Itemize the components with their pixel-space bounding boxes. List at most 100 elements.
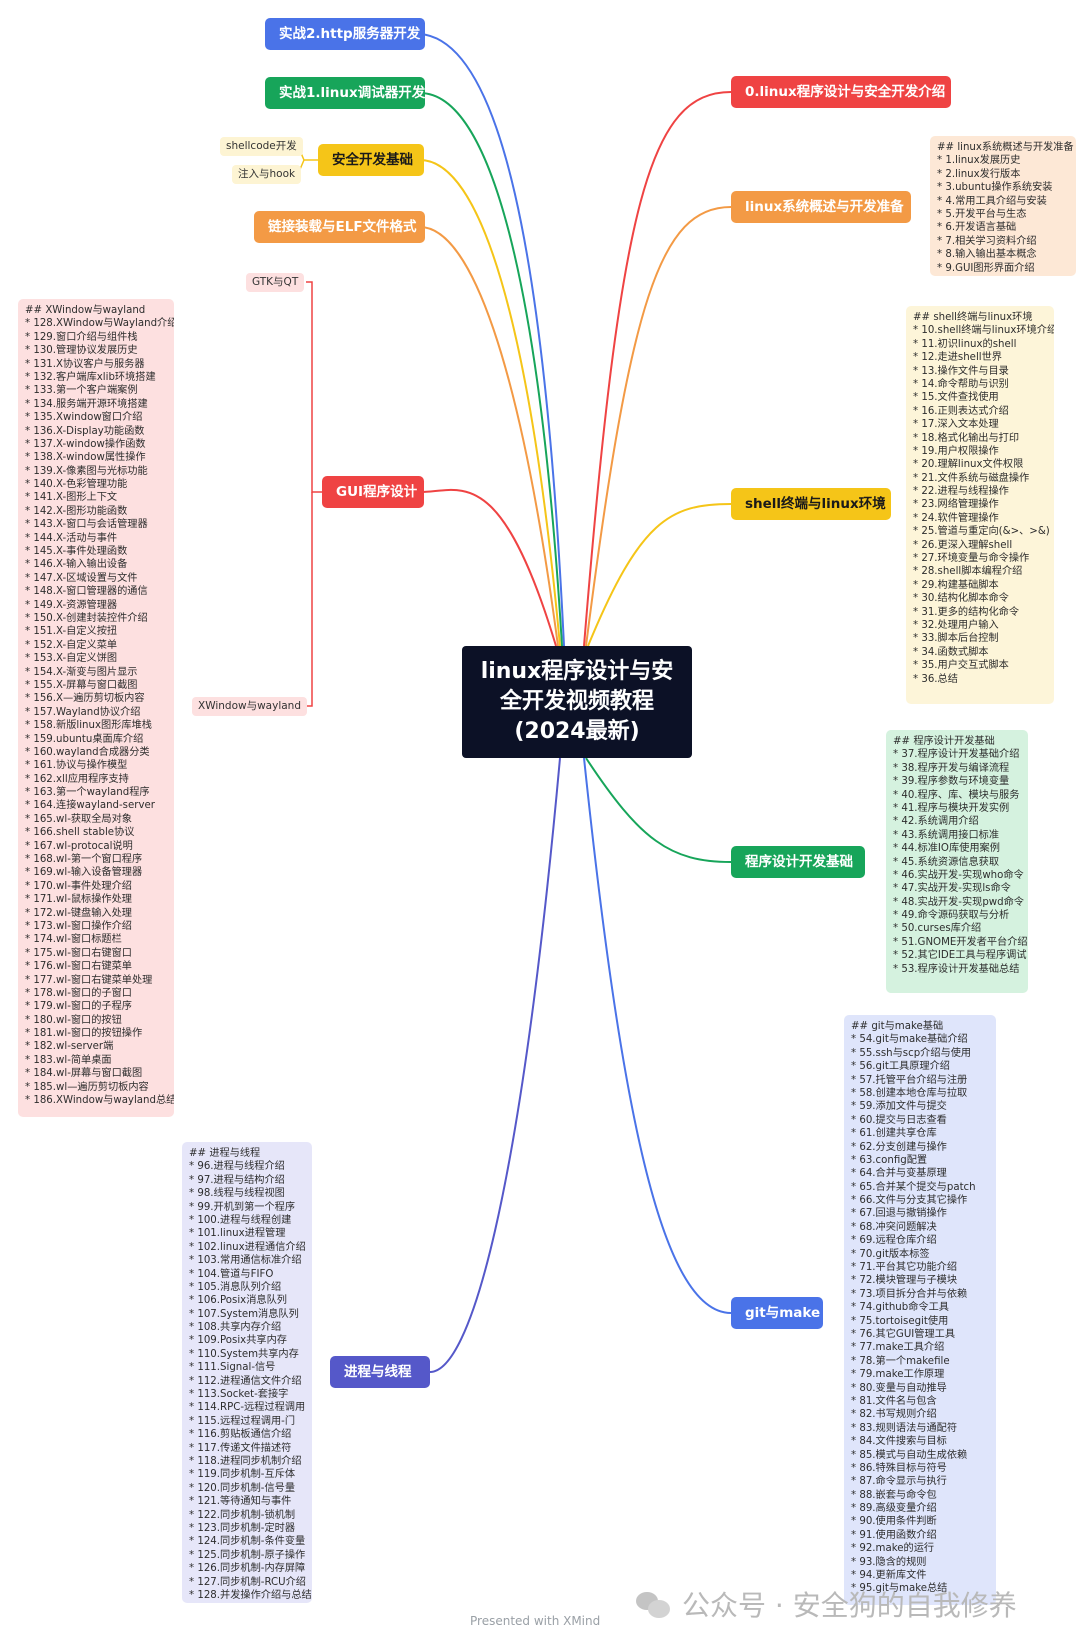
note-item: 82.书写规则介绍	[851, 1408, 989, 1421]
note-item: 107.System消息队列	[189, 1308, 305, 1321]
note-item: 10.shell终端与linux环境介绍	[913, 324, 1054, 337]
note-item: 183.wl-简单桌面	[25, 1054, 167, 1067]
note-item: 104.管道与FIFO	[189, 1268, 305, 1281]
note-item: 80.变量与自动推导	[851, 1382, 989, 1395]
note-item: 5.开发平台与生态	[937, 208, 1069, 221]
note-item: 95.git与make总结	[851, 1582, 989, 1595]
note-item: 94.更新库文件	[851, 1569, 989, 1582]
note-item: 103.常用通信标准介绍	[189, 1254, 305, 1267]
note-item: 110.System共享内存	[189, 1348, 305, 1361]
topic-elf[interactable]: 链接装载与ELF文件格式	[254, 211, 425, 243]
topic-git-make[interactable]: git与make	[731, 1297, 823, 1329]
note-item: 60.提交与日志查看	[851, 1114, 989, 1127]
note-item: 162.xll应用程序支持	[25, 773, 167, 786]
note-item: 174.wl-窗口标题栏	[25, 933, 167, 946]
note-item: 54.git与make基础介绍	[851, 1033, 989, 1046]
note-item: 29.构建基础脚本	[913, 579, 1047, 592]
note-item: 143.X-窗口与会话管理器	[25, 518, 167, 531]
note-item: 16.正则表达式介绍	[913, 405, 1047, 418]
subtopic-gtk-qt[interactable]: GTK与QT	[246, 273, 305, 292]
topic-security-basics[interactable]: 安全开发基础	[318, 144, 424, 176]
note-item: 42.系统调用介绍	[893, 815, 1021, 828]
note-overview: linux系统概述与开发准备 1.linux发展历史 2.linux发行版本 3…	[930, 136, 1076, 276]
note-item: 179.wl-窗口的子程序	[25, 1000, 167, 1013]
note-item: 32.处理用户输入	[913, 619, 1047, 632]
subtopic-injection-hook[interactable]: 注入与hook	[232, 165, 302, 184]
note-item: 68.冲突问题解决	[851, 1221, 989, 1234]
topic-shell[interactable]: shell终端与linux环境	[731, 488, 891, 520]
watermark-text: 公众号 · 安全狗的自我修养	[682, 1589, 1017, 1622]
note-item: 112.进程通信文件介绍	[189, 1375, 305, 1388]
note-item: 45.系统资源信息获取	[893, 856, 1021, 869]
note-item: 176.wl-窗口右键菜单	[25, 960, 167, 973]
topic-process-thread[interactable]: 进程与线程	[330, 1356, 430, 1388]
note-item: 185.wl—遍历剪切板内容	[25, 1081, 167, 1094]
note-item: 34.函数式脚本	[913, 646, 1047, 659]
note-item: 13.操作文件与目录	[913, 365, 1047, 378]
note-item: 53.程序设计开发基础总结	[893, 963, 1021, 976]
note-item: 115.远程过程调用-门	[189, 1415, 305, 1428]
note-item: 134.服务端开源环境搭建	[25, 398, 167, 411]
note-item: 57.托管平台介绍与注册	[851, 1074, 989, 1087]
central-topic[interactable]: linux程序设计与安全开发视频教程(2024最新)	[462, 646, 692, 758]
note-item: 127.同步机制-RCU介绍	[189, 1576, 306, 1589]
note-item: 78.第一个makefile	[851, 1355, 989, 1368]
note-heading: XWindow与wayland	[25, 304, 167, 317]
note-item: 22.进程与线程操作	[913, 485, 1047, 498]
note-item: 50.curses库介绍	[893, 922, 1021, 935]
note-item: 35.用户交互式脚本	[913, 659, 1047, 672]
note-process-thread: 进程与线程 96.进程与线程介绍 97.进程与结构介绍 98.线程与线程视图 9…	[182, 1142, 312, 1603]
note-item: 123.同步机制-定时器	[189, 1522, 305, 1535]
subtopic-xwindow-wayland[interactable]: XWindow与wayland	[192, 697, 308, 716]
topic-overview[interactable]: linux系统概述与开发准备	[731, 191, 911, 223]
note-heading: 程序设计开发基础	[893, 735, 1021, 748]
footer-credit: Presented with XMind	[470, 1614, 601, 1628]
subtopic-shellcode[interactable]: shellcode开发	[220, 137, 303, 156]
note-item: 61.创建共享仓库	[851, 1127, 989, 1140]
note-item: 65.合并某个提交与patch	[851, 1181, 989, 1194]
note-item: 33.脚本后台控制	[913, 632, 1047, 645]
topic-prog-basics[interactable]: 程序设计开发基础	[731, 846, 865, 878]
note-item: 140.X-色彩管理功能	[25, 478, 167, 491]
note-item: 108.共享内存介绍	[189, 1321, 305, 1334]
note-item: 97.进程与结构介绍	[189, 1174, 305, 1187]
note-item: 81.文件名与包含	[851, 1395, 989, 1408]
note-item: 135.Xwindow窗口介绍	[25, 411, 167, 424]
note-item: 129.窗口介绍与组件栈	[25, 331, 167, 344]
note-item: 47.实战开发-实现ls命令	[893, 882, 1021, 895]
note-item: 186.XWindow与wayland总结	[25, 1094, 174, 1107]
note-item: 87.命令显示与执行	[851, 1475, 989, 1488]
note-item: 137.X-window操作函数	[25, 438, 167, 451]
topic-intro[interactable]: 0.linux程序设计与安全开发介绍	[731, 76, 951, 108]
note-item: 59.添加文件与提交	[851, 1100, 989, 1113]
note-item: 62.分支创建与操作	[851, 1141, 989, 1154]
note-heading: linux系统概述与开发准备	[937, 141, 1073, 154]
note-heading: git与make基础	[851, 1020, 989, 1033]
note-item: 11.初识linux的shell	[913, 338, 1047, 351]
note-item: 86.特殊目标与符号	[851, 1462, 989, 1475]
topic-http-server[interactable]: 实战2.http服务器开发	[265, 18, 425, 50]
note-item: 125.同步机制-原子操作	[189, 1549, 305, 1562]
note-item: 51.GNOME开发者平台介绍	[893, 936, 1027, 949]
note-item: 118.进程同步机制介绍	[189, 1455, 305, 1468]
note-item: 90.使用条件判断	[851, 1515, 989, 1528]
topic-debugger[interactable]: 实战1.linux调试器开发	[265, 77, 425, 109]
note-item: 77.make工具介绍	[851, 1341, 989, 1354]
note-item: 128.XWindow与Wayland介绍	[25, 317, 174, 330]
note-item: 170.wl-事件处理介绍	[25, 880, 167, 893]
note-item: 2.linux发行版本	[937, 168, 1069, 181]
note-shell: shell终端与linux环境 10.shell终端与linux环境介绍 11.…	[906, 306, 1054, 704]
note-item: 48.实战开发-实现pwd命令	[893, 896, 1024, 909]
note-item: 160.wayland合成器分类	[25, 746, 167, 759]
note-item: 49.命令源码获取与分析	[893, 909, 1021, 922]
topic-gui[interactable]: GUI程序设计	[322, 476, 424, 508]
note-item: 101.linux进程管理	[189, 1227, 305, 1240]
note-item: 70.git版本标签	[851, 1248, 989, 1261]
note-item: 28.shell脚本编程介绍	[913, 565, 1047, 578]
note-item: 15.文件查找使用	[913, 391, 1047, 404]
note-item: 17.深入文本处理	[913, 418, 1047, 431]
note-item: 168.wl-第一个窗口程序	[25, 853, 167, 866]
note-item: 148.X-窗口管理器的通信	[25, 585, 167, 598]
note-item: 58.创建本地仓库与拉取	[851, 1087, 989, 1100]
note-item: 69.远程仓库介绍	[851, 1234, 989, 1247]
